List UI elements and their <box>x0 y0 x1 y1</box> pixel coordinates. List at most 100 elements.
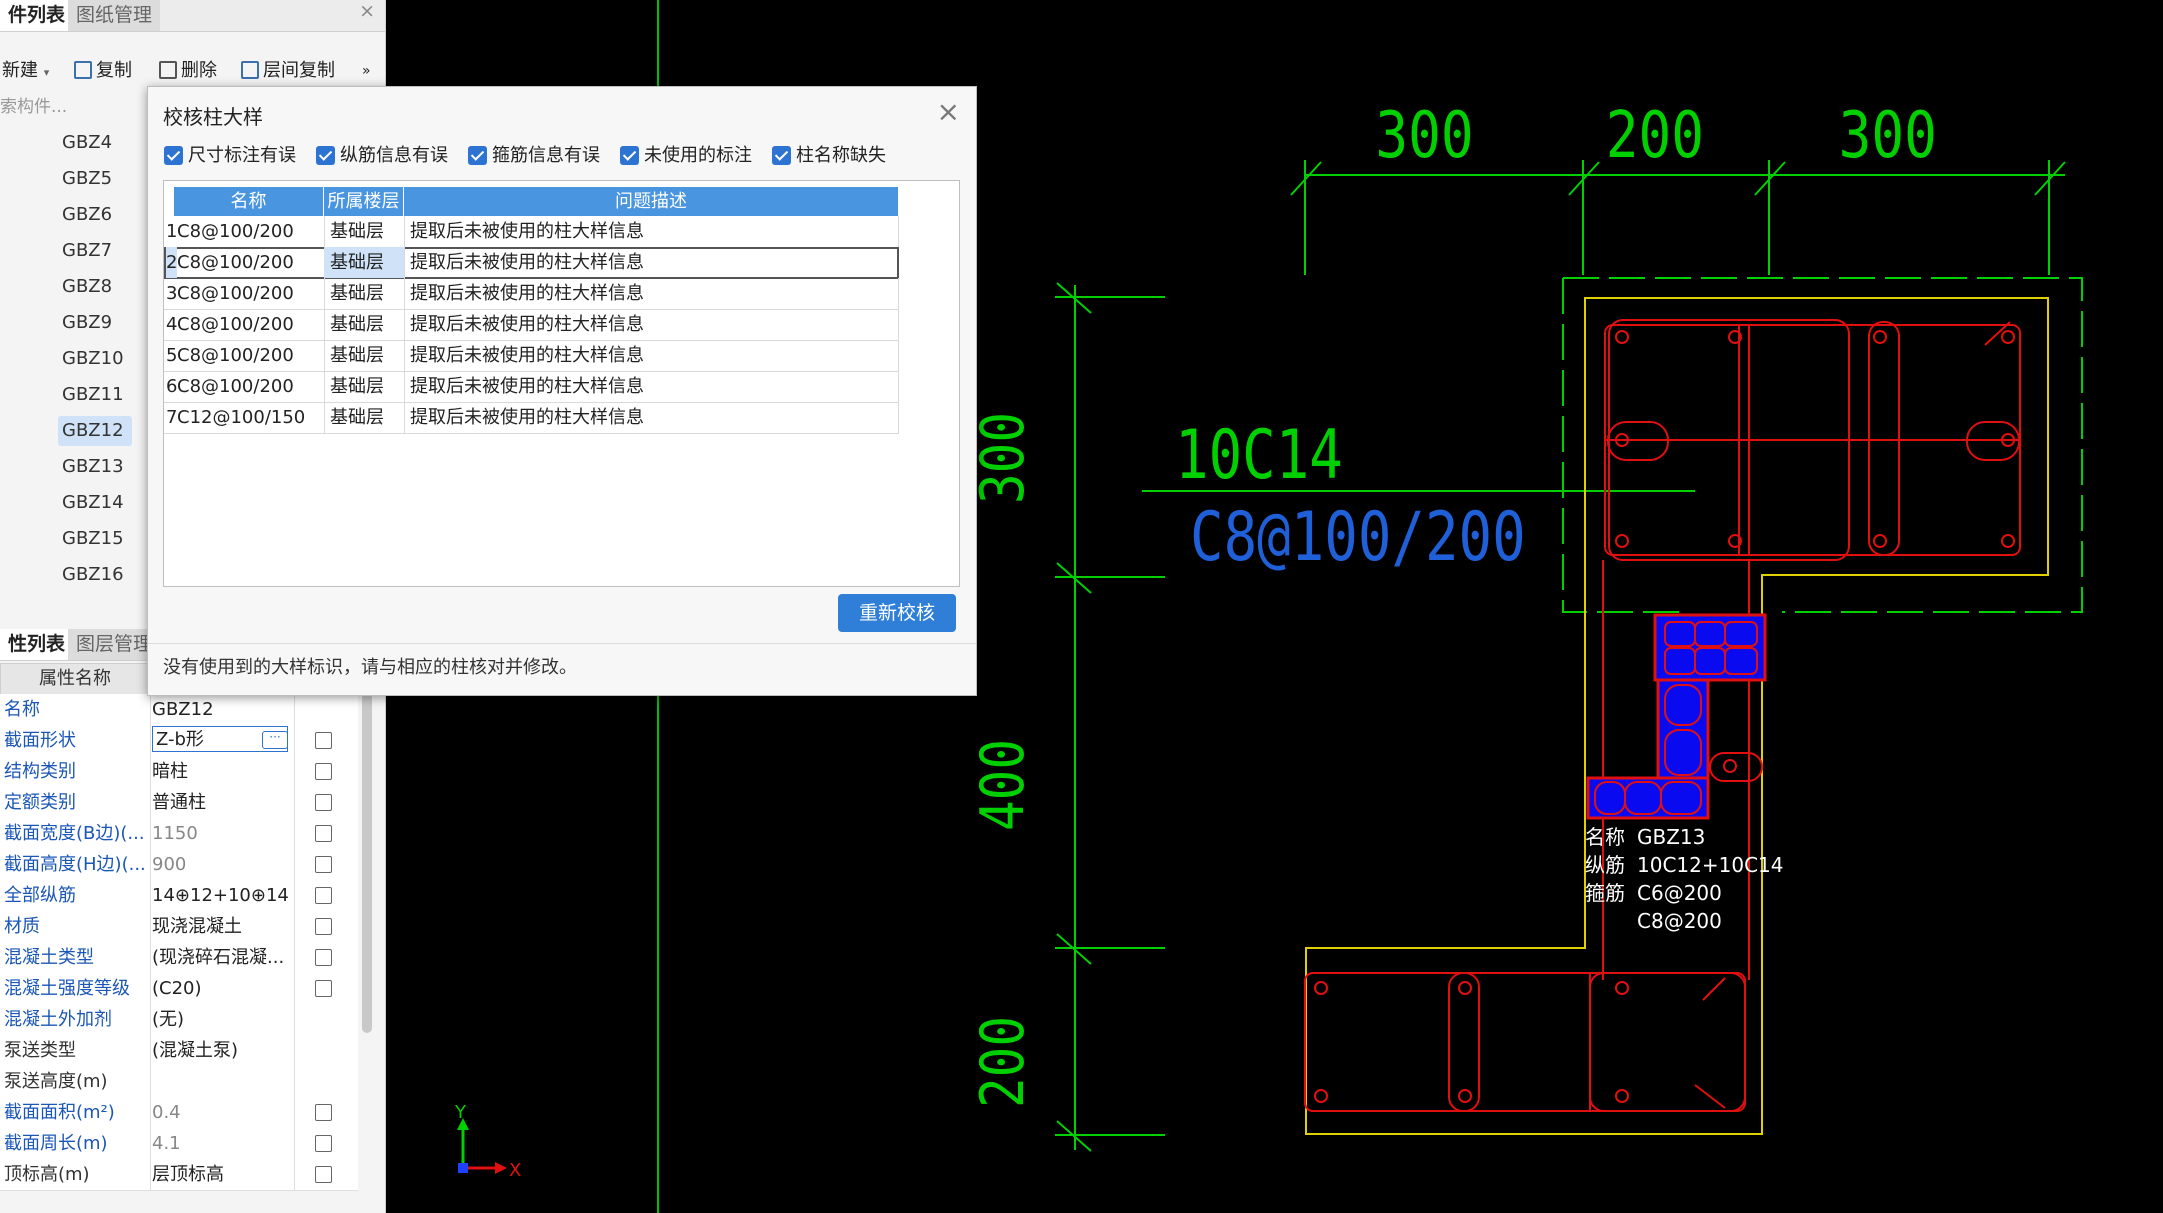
property-scrollbar[interactable] <box>362 693 372 1033</box>
row-description: 提取后未被使用的柱大样信息 <box>410 345 644 366</box>
floor-copy-button[interactable]: 层间复制 <box>241 58 335 84</box>
close-icon[interactable]: × <box>359 0 375 22</box>
checkbox[interactable] <box>315 1166 332 1183</box>
tree-item[interactable]: GBZ6 <box>62 204 113 225</box>
property-value[interactable]: 0.4 <box>152 1102 181 1123</box>
row-floor: 基础层 <box>330 283 384 304</box>
filter-checkbox[interactable]: 尺寸标注有误 <box>164 145 296 167</box>
property-row[interactable]: 混凝土外加剂(无) <box>0 1004 358 1036</box>
checkbox[interactable] <box>315 887 332 904</box>
tab-layer-management[interactable]: 图层管理 <box>68 629 161 660</box>
column-header-floor[interactable]: 所属楼层 <box>324 187 404 216</box>
checkbox[interactable] <box>315 918 332 935</box>
property-value[interactable]: (现浇碎石混凝... <box>152 947 285 968</box>
tree-item-selected[interactable]: GBZ12 <box>58 416 132 446</box>
tree-item[interactable]: GBZ4 <box>62 132 113 153</box>
property-row[interactable]: 截面面积(m²)0.4 <box>0 1097 358 1129</box>
checkbox[interactable] <box>315 856 332 873</box>
tree-item[interactable]: GBZ5 <box>62 168 113 189</box>
row-number: 6 <box>166 376 178 397</box>
property-value[interactable]: 900 <box>152 854 187 875</box>
row-floor: 基础层 <box>330 221 384 242</box>
more-options-icon[interactable]: ··· <box>262 731 288 749</box>
property-value[interactable]: (C20) <box>152 978 202 999</box>
property-value[interactable]: GBZ12 <box>152 699 214 720</box>
more-icon[interactable]: » <box>362 63 371 79</box>
row-description: 提取后未被使用的柱大样信息 <box>410 221 644 242</box>
filter-checkbox[interactable]: 纵筋信息有误 <box>316 145 448 167</box>
rebar-label: 10C14 <box>1175 415 1343 495</box>
checkbox[interactable] <box>315 794 332 811</box>
new-button[interactable]: 新建 ▾ <box>2 58 49 84</box>
property-row[interactable]: 材质现浇混凝土 <box>0 911 358 943</box>
filter-checkbox[interactable]: 箍筋信息有误 <box>468 145 600 167</box>
property-value[interactable]: 暗柱 <box>152 761 188 782</box>
column-header-description[interactable]: 问题描述 <box>404 187 899 216</box>
checkbox[interactable] <box>315 825 332 842</box>
column-header-name[interactable]: 名称 <box>174 187 324 216</box>
property-row[interactable]: 泵送高度(m) <box>0 1066 358 1098</box>
tree-item[interactable]: GBZ13 <box>62 456 124 477</box>
property-row[interactable]: 泵送类型(混凝土泵) <box>0 1035 358 1067</box>
property-value[interactable]: 1150 <box>152 823 198 844</box>
delete-button[interactable]: 删除 <box>159 58 217 84</box>
tab-property-list[interactable]: 性列表 <box>0 629 74 660</box>
checkbox-checked-icon[interactable] <box>620 146 639 165</box>
property-value[interactable]: (无) <box>152 1009 185 1030</box>
checkbox[interactable] <box>315 949 332 966</box>
property-row[interactable]: 定额类别普通柱 <box>0 787 358 819</box>
checkbox[interactable] <box>315 763 332 780</box>
cad-canvas[interactable]: 300 200 300 300 400 200 10C14 C8@100/200 <box>385 0 2163 1213</box>
tree-item[interactable]: GBZ7 <box>62 240 113 261</box>
close-icon[interactable]: × <box>936 95 960 128</box>
checkbox[interactable] <box>315 1104 332 1121</box>
property-row[interactable]: 截面高度(H边)(...900 <box>0 849 358 881</box>
filter-checkbox[interactable]: 柱名称缺失 <box>772 145 886 167</box>
property-value[interactable]: 层顶标高 <box>152 1164 224 1185</box>
checkbox-checked-icon[interactable] <box>164 146 183 165</box>
property-value[interactable]: 14⊕12+10⊕14 <box>152 885 289 906</box>
checkbox-checked-icon[interactable] <box>772 146 791 165</box>
property-row[interactable]: 顶标高(m)层顶标高 <box>0 1159 358 1191</box>
copy-button[interactable]: 复制 <box>74 58 132 84</box>
tree-item[interactable]: GBZ11 <box>62 384 124 405</box>
tree-item[interactable]: GBZ10 <box>62 348 124 369</box>
property-value[interactable]: (混凝土泵) <box>152 1040 239 1061</box>
tree-item[interactable]: GBZ9 <box>62 312 113 333</box>
recheck-button[interactable]: 重新校核 <box>838 594 956 632</box>
property-row[interactable]: 结构类别暗柱 <box>0 756 358 788</box>
property-value[interactable]: 普通柱 <box>152 792 206 813</box>
tree-item[interactable]: GBZ14 <box>62 492 124 513</box>
property-value[interactable]: 现浇混凝土 <box>152 916 242 937</box>
dialog-title: 校核柱大样 <box>163 105 263 129</box>
checkbox[interactable] <box>315 1135 332 1152</box>
tree-item[interactable]: GBZ16 <box>62 564 124 585</box>
column-outline <box>1305 297 2049 1135</box>
tree-item[interactable]: GBZ15 <box>62 528 124 549</box>
tab-drawing-management[interactable]: 图纸管理 <box>68 0 161 31</box>
search-input[interactable]: 索构件... <box>0 97 68 117</box>
chevron-down-icon[interactable]: ▾ <box>43 66 50 79</box>
checkbox[interactable] <box>315 732 332 749</box>
property-row[interactable]: 截面周长(m)4.1 <box>0 1128 358 1160</box>
property-row[interactable]: 截面宽度(B边)(...1150 <box>0 818 358 850</box>
property-row[interactable]: 混凝土类型(现浇碎石混凝... <box>0 942 358 974</box>
checkbox[interactable] <box>315 980 332 997</box>
checkbox-checked-icon[interactable] <box>316 146 335 165</box>
tab-component-list[interactable]: 件列表 <box>0 0 74 31</box>
property-row[interactable]: 混凝土强度等级(C20) <box>0 973 358 1005</box>
property-value[interactable]: 4.1 <box>152 1133 181 1154</box>
tree-item[interactable]: GBZ8 <box>62 276 113 297</box>
filter-checkbox[interactable]: 未使用的标注 <box>620 145 752 167</box>
checkbox-checked-icon[interactable] <box>468 146 487 165</box>
